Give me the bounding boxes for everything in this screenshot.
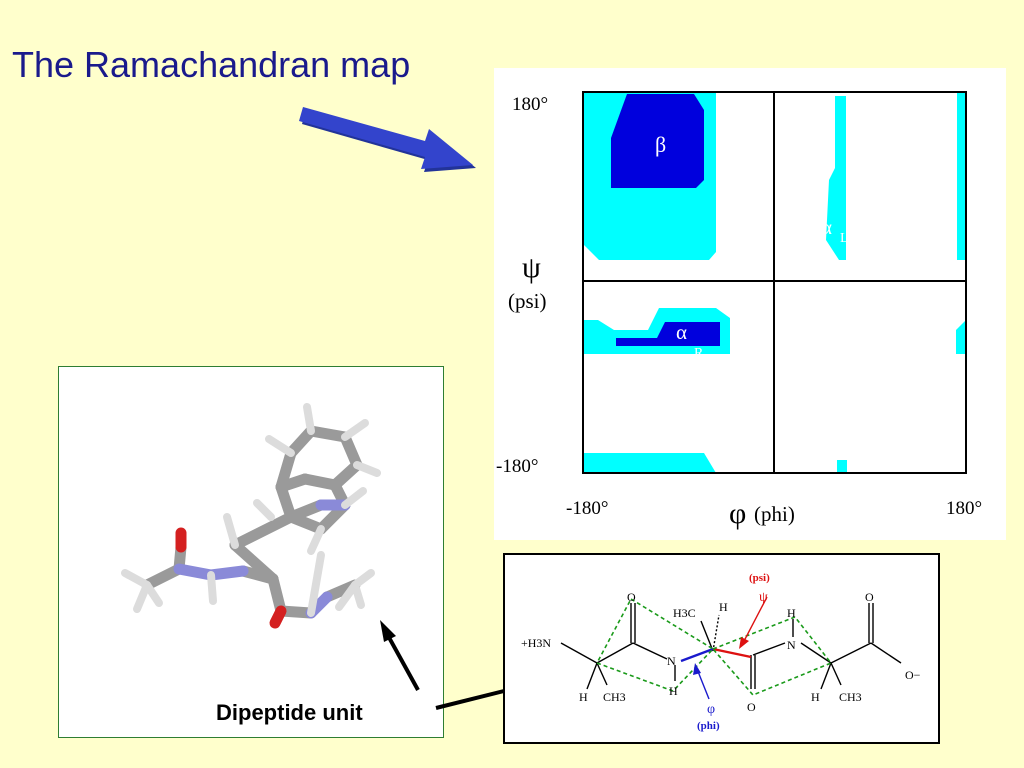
alpha-l-allowed-region — [826, 96, 846, 260]
atom-label-ch3-left: CH3 — [603, 690, 626, 704]
page-title: The Ramachandran map — [12, 44, 411, 85]
atom-label-o-bottom: O — [747, 700, 756, 714]
right-edge-region-top — [957, 92, 966, 260]
atom-label-h3c: H3C — [673, 606, 696, 620]
y-tick-top: 180° — [512, 94, 548, 115]
x-tick-left: -180° — [566, 498, 608, 519]
caption-dipeptide-unit: Dipeptide unit — [216, 700, 363, 725]
region-label-alpha-l-sub: L — [840, 231, 849, 246]
phi-bond-symbol: φ — [707, 702, 715, 717]
pointer-arrow — [299, 107, 476, 172]
atom-label-h-bottom-right: H — [811, 690, 820, 704]
phi-bond-label: (phi) — [697, 720, 720, 732]
phi-axis-label: (phi) — [754, 502, 795, 526]
phi-symbol: φ — [729, 497, 746, 530]
atom-label-h3n: +H3N — [521, 636, 551, 650]
psi-bond-label: (psi) — [749, 572, 770, 584]
atom-label-o-top-right: O — [865, 590, 874, 604]
dipeptide-structure-diagram: +H3N O H3C H H O N N O− H CH3 H O H CH3 … — [503, 553, 940, 744]
beta-core-region — [611, 94, 704, 188]
atom-label-o-top-left: O — [627, 590, 636, 604]
psi-symbol: ψ — [522, 251, 541, 284]
atom-label-h-top: H — [719, 600, 728, 614]
region-label-alpha-r-sub: R — [694, 346, 704, 361]
atom-label-n-right: N — [787, 638, 796, 652]
region-label-beta: β — [655, 132, 666, 157]
small-region-bottom — [837, 460, 847, 473]
ramachandran-plot: β α R α L 180° -180° -180° 180° ψ (psi) … — [494, 68, 1006, 540]
region-label-alpha-l: α — [821, 215, 832, 239]
atom-label-ch3-right: CH3 — [839, 690, 862, 704]
atom-label-h-top-right: H — [787, 606, 796, 620]
alpha-r-core-region — [616, 322, 720, 346]
psi-bond-symbol: ψ — [759, 590, 768, 605]
region-label-alpha-r: α — [676, 320, 687, 344]
atom-label-h-bottom-left: H — [579, 690, 588, 704]
psi-axis-label: (psi) — [508, 289, 547, 313]
x-tick-right: 180° — [946, 498, 982, 519]
dipeptide-3d-model — [58, 366, 444, 738]
atom-label-o-minus: O− — [905, 668, 921, 682]
y-tick-bottom: -180° — [496, 456, 538, 477]
atom-label-n-left: N — [667, 654, 676, 668]
bottom-allowed-region — [583, 453, 716, 473]
atom-label-h-nh: H — [669, 684, 678, 698]
right-edge-region-mid — [956, 320, 966, 354]
